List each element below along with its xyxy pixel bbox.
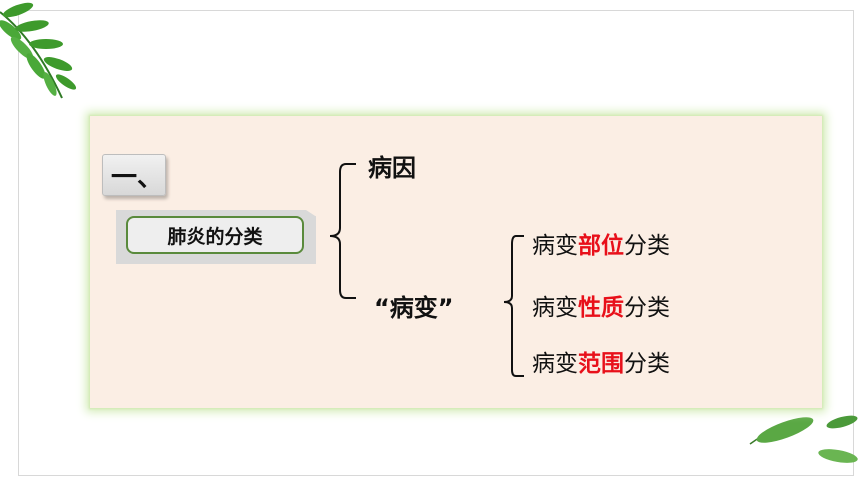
- highlight-text: 部位: [578, 233, 624, 259]
- fern-leaf-decoration: [0, 2, 77, 99]
- bottom-leaves-decoration: [749, 415, 858, 463]
- sub-brace: [503, 235, 524, 377]
- section-number-badge: 一、: [102, 154, 166, 196]
- topic-label: 肺炎的分类: [126, 216, 304, 254]
- lesion-nature-item: 病变性质分类: [532, 295, 670, 321]
- highlight-text: 性质: [578, 295, 624, 321]
- highlight-text: 范围: [578, 351, 624, 377]
- lesion-extent-item: 病变范围分类: [532, 351, 670, 377]
- cause-label: 病因: [368, 154, 416, 182]
- main-brace: [329, 163, 356, 299]
- slide-frame: [18, 10, 854, 476]
- topic-label-text: 肺炎的分类: [167, 225, 263, 248]
- lesion-location-item: 病变部位分类: [532, 233, 670, 259]
- section-number: 一、: [111, 162, 164, 193]
- lesion-label: “病变”: [374, 294, 454, 322]
